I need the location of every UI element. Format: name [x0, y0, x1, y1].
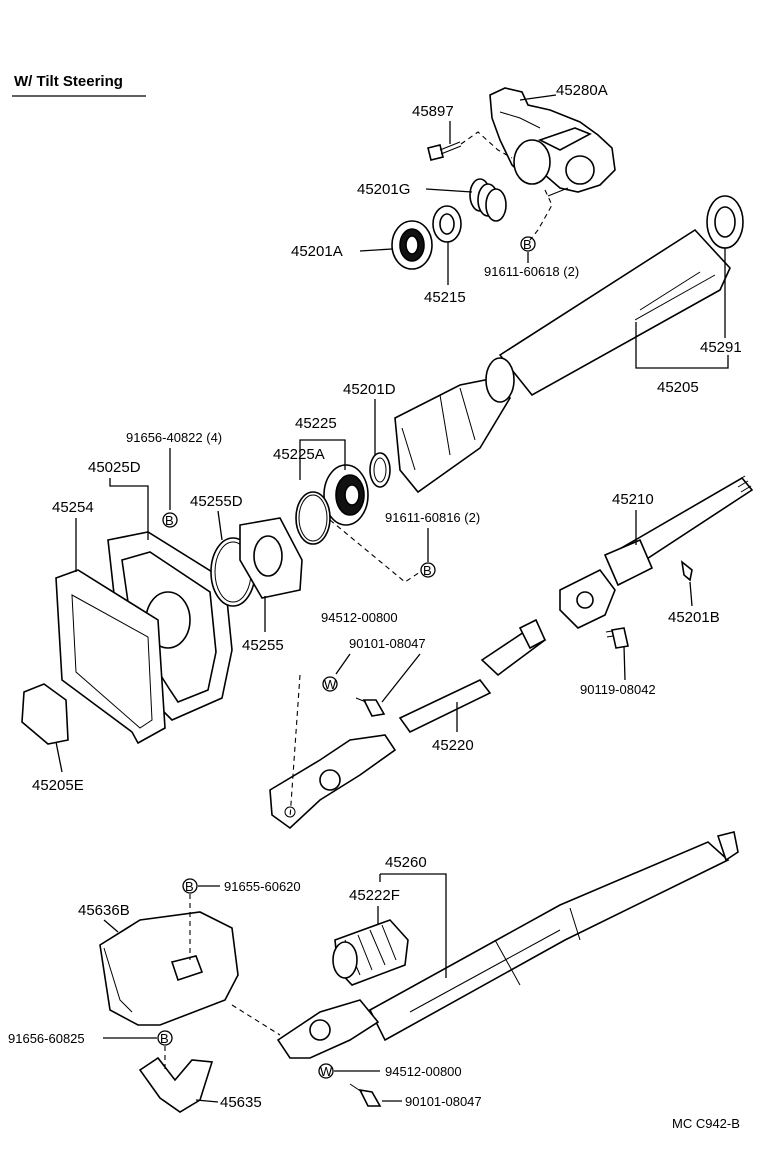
bolt-mark-label: B — [523, 237, 532, 252]
plate-45255 — [239, 517, 303, 599]
label-45260: 45260 — [385, 854, 427, 871]
column-tube-45205 — [498, 195, 744, 397]
washer-mark-icon — [318, 1063, 334, 1079]
dash-leader — [329, 519, 421, 583]
bolt-mark-icon — [157, 1030, 173, 1046]
snap-ring-45201D — [369, 452, 391, 488]
boot-45222F — [332, 919, 409, 986]
bolt-90119-08042 — [605, 627, 629, 649]
diagram-title: W/ Tilt Steering — [14, 73, 123, 90]
column-housing — [394, 357, 515, 494]
dash-leader — [289, 674, 301, 819]
label-45225: 45225 — [295, 415, 337, 432]
label-45225A: 45225A — [273, 446, 325, 463]
label-45201B: 45201B — [668, 609, 720, 626]
cover-45025D — [107, 531, 233, 721]
label-94512-00800-bot: 94512-00800 — [385, 1064, 462, 1079]
label-90101-08047-bot: 90101-08047 — [405, 1094, 482, 1109]
bolt-mark-icon — [420, 562, 436, 578]
leader-45280A — [519, 94, 557, 101]
leader-45260 — [379, 873, 447, 978]
column-cover-45636B — [99, 911, 239, 1026]
bolt-mark-label: B — [160, 1031, 169, 1046]
ring-45215 — [432, 205, 462, 243]
label-45220: 45220 — [432, 737, 474, 754]
spring-45201G — [469, 178, 507, 222]
label-45201D: 45201D — [343, 381, 396, 398]
leader-45636B — [103, 919, 119, 933]
footer-code: MC C942-B — [672, 1116, 740, 1131]
label-45205E: 45205E — [32, 777, 84, 794]
leader-45205 — [635, 322, 729, 369]
label-45201A: 45201A — [291, 243, 343, 260]
main-shaft-45210 — [603, 475, 754, 587]
label-91656-40822: 91656-40822 (4) — [126, 430, 222, 445]
label-45205: 45205 — [657, 379, 699, 396]
bolt-mark-icon — [162, 512, 178, 528]
label-45254: 45254 — [52, 499, 94, 516]
label-45222F: 45222F — [349, 887, 400, 904]
snap-ring-45201B — [680, 560, 693, 582]
label-45897: 45897 — [412, 103, 454, 120]
o-ring-45225 — [295, 491, 331, 545]
bolt-90101-08047-upper — [355, 697, 386, 717]
label-45210: 45210 — [612, 491, 654, 508]
bolt-mark-label: B — [423, 563, 432, 578]
washer-mark-icon — [322, 676, 338, 692]
label-91656-60825: 91656-60825 — [8, 1031, 85, 1046]
bracket-45635 — [138, 1056, 214, 1113]
bolt-mark-label: B — [185, 879, 194, 894]
label-45201G: 45201G — [357, 181, 410, 198]
gasket-45254 — [55, 569, 166, 745]
leader-90101-08047-top — [381, 653, 421, 703]
bolt-mark-icon — [182, 878, 198, 894]
label-94512-00800-top: 94512-00800 — [321, 610, 398, 625]
leader-45635 — [195, 1099, 219, 1103]
bolt-mark-label: B — [165, 513, 174, 528]
label-90101-08047-top: 90101-08047 — [349, 636, 426, 651]
dash-leader — [231, 1004, 281, 1036]
label-45291: 45291 — [700, 339, 742, 356]
label-45636B: 45636B — [78, 902, 130, 919]
label-91655-60620: 91655-60620 — [224, 879, 301, 894]
leader-45205E — [55, 741, 63, 773]
label-45255D: 45255D — [190, 493, 243, 510]
label-90119-08042: 90119-08042 — [580, 682, 656, 697]
bolt-45897 — [427, 141, 462, 161]
leader-94512-00800-top — [335, 653, 351, 675]
label-45215: 45215 — [424, 289, 466, 306]
tilt-bracket-45280A — [489, 87, 616, 197]
lower-shaft-45260 — [368, 831, 739, 1042]
leader-45025D — [109, 478, 149, 540]
universal-joint-lower — [269, 734, 397, 830]
label-91611-60816: 91611-60816 (2) — [385, 510, 480, 525]
leader-45201B — [689, 581, 693, 607]
leader-90119-08042 — [623, 645, 626, 681]
bearing-45225A — [323, 464, 369, 526]
label-45280A: 45280A — [556, 82, 608, 99]
label-91611-60618: 91611-60618 (2) — [484, 264, 579, 279]
universal-joint-bottom — [276, 999, 380, 1059]
bolt-mark-icon — [520, 236, 536, 252]
leader-45201G — [425, 188, 473, 193]
label-45025D: 45025D — [88, 459, 141, 476]
gasket-45205E — [21, 683, 69, 745]
label-45635: 45635 — [220, 1094, 262, 1111]
label-45255: 45255 — [242, 637, 284, 654]
leader-45225 — [299, 439, 346, 480]
bearing-45201A — [391, 220, 433, 270]
universal-joint-upper — [559, 568, 616, 629]
bolt-90101-08047-lower — [349, 1083, 382, 1107]
intermediate-shaft-45220 — [398, 618, 547, 734]
leader-45201A — [359, 248, 393, 252]
leader-45255D — [217, 510, 223, 541]
washer-mark-label: W — [320, 1064, 333, 1079]
washer-mark-label: W — [324, 677, 337, 692]
